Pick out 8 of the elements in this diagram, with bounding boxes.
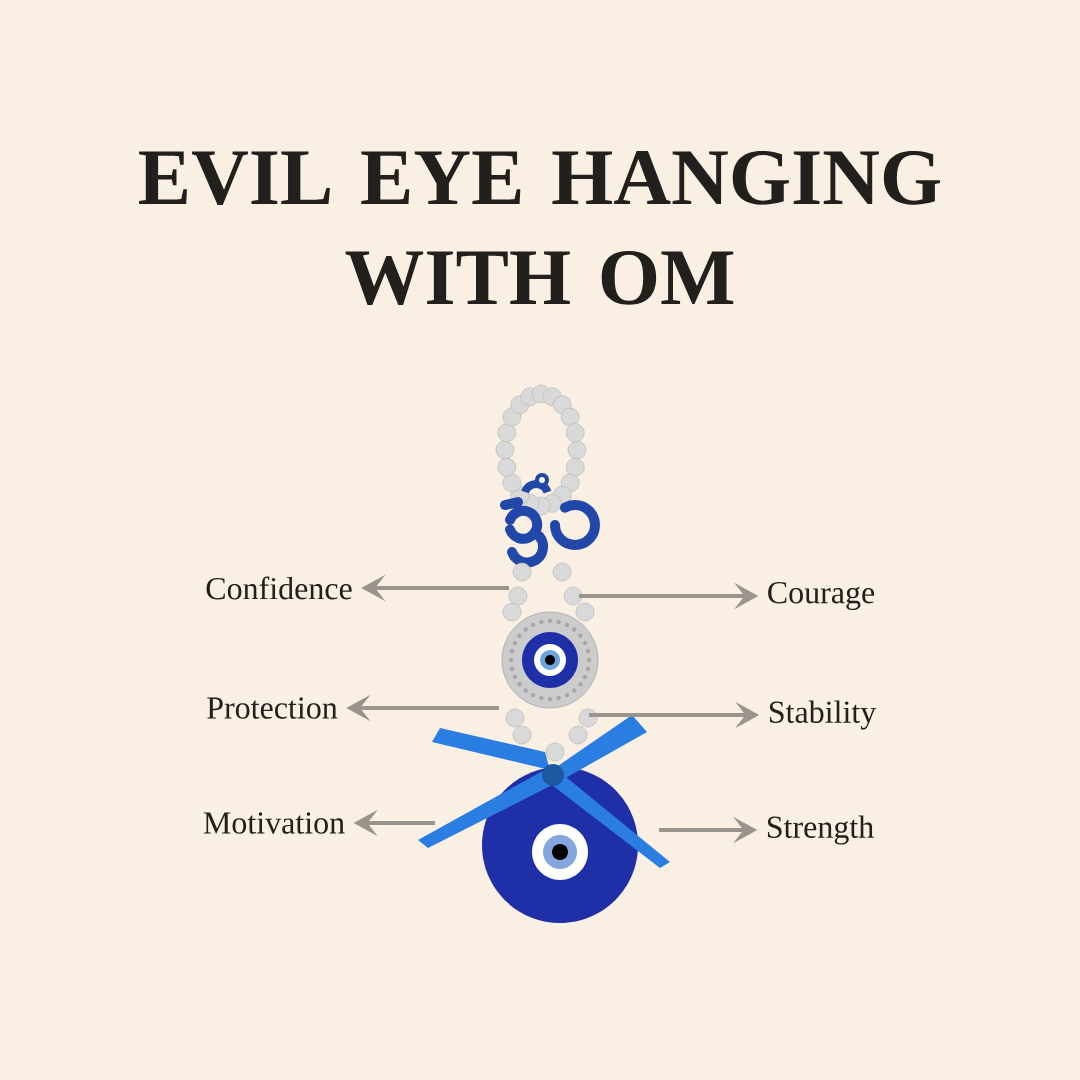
label: Strength: [767, 815, 874, 845]
evil-eye-hanging-drawing: [418, 384, 670, 923]
label: Motivation: [203, 812, 345, 834]
label: Courage: [768, 581, 875, 611]
label: Protection: [207, 697, 338, 719]
label: Stability: [769, 700, 877, 730]
title: EVIL EYE HANGING WITH OM: [139, 150, 940, 306]
label: Confidence: [206, 576, 352, 600]
